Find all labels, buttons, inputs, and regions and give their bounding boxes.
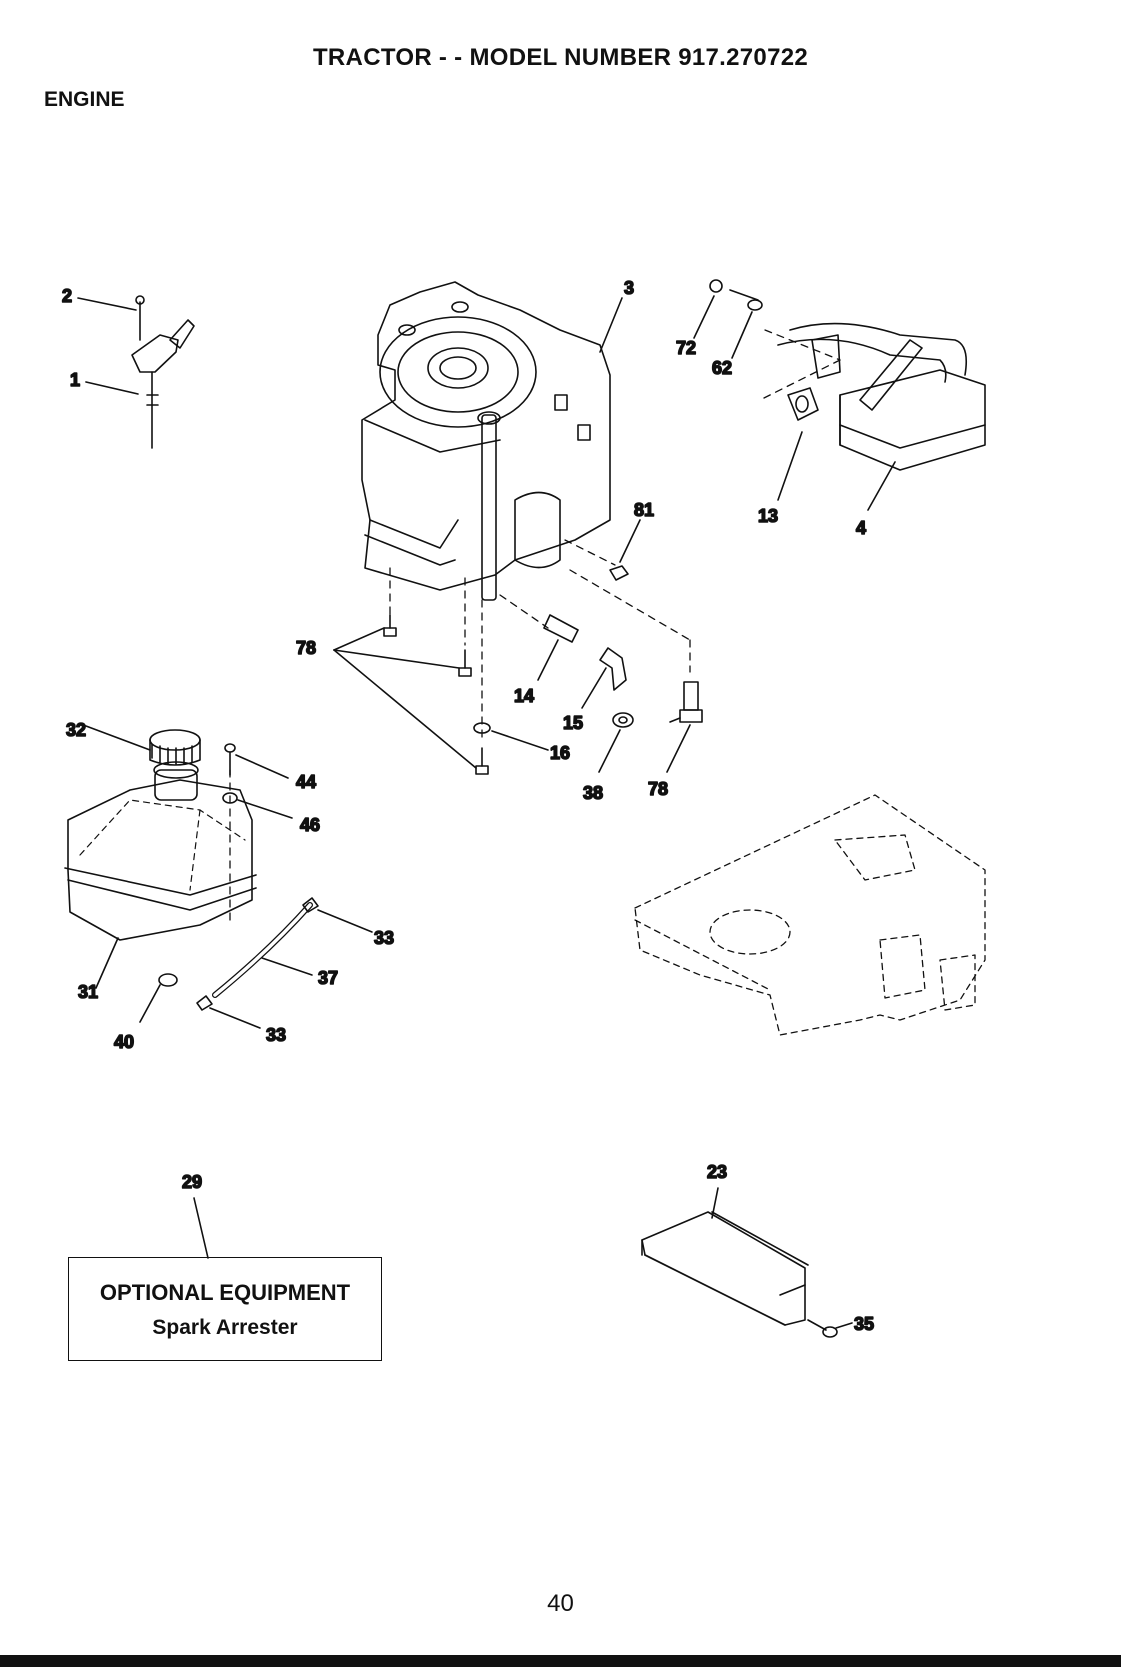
callout-35: 35 — [854, 1314, 874, 1334]
page-number: 40 — [0, 1590, 1121, 1618]
callout-78-left: 78 — [296, 638, 316, 658]
throttle-control-part — [132, 296, 194, 448]
footer-rule — [0, 1655, 1121, 1667]
callout-16: 16 — [550, 743, 570, 763]
callout-23: 23 — [707, 1162, 727, 1182]
callout-1: 1 — [70, 370, 80, 390]
fitting-part — [544, 615, 633, 727]
callout-14: 14 — [514, 686, 534, 706]
callout-72: 72 — [676, 338, 696, 358]
callout-46: 46 — [300, 815, 320, 835]
callout-37: 37 — [318, 968, 338, 988]
callout-40: 40 — [114, 1032, 134, 1052]
callout-33-lower: 33 — [266, 1025, 286, 1045]
tractor-frame — [635, 795, 985, 1035]
fuel-tank-part — [65, 730, 256, 986]
optional-equipment-item: Spark Arrester — [69, 1316, 381, 1340]
callout-2: 2 — [62, 286, 72, 306]
callout-29: 29 — [182, 1172, 202, 1192]
callout-62: 62 — [712, 358, 732, 378]
callout-81: 81 — [634, 500, 654, 520]
callout-31: 31 — [78, 982, 98, 1002]
callout-38: 38 — [583, 783, 603, 803]
heat-shield-part — [642, 1212, 837, 1337]
callout-78-right: 78 — [648, 779, 668, 799]
callout-15: 15 — [563, 713, 583, 733]
callout-4: 4 — [856, 518, 866, 538]
muffler-part — [710, 280, 985, 470]
bolt-part — [384, 615, 702, 774]
callout-44: 44 — [296, 772, 316, 792]
callout-33-upper: 33 — [374, 928, 394, 948]
callout-32: 32 — [66, 720, 86, 740]
callout-3: 3 — [624, 278, 634, 298]
engine-assembly — [362, 282, 610, 600]
callout-13: 13 — [758, 506, 778, 526]
optional-equipment-heading: OPTIONAL EQUIPMENT — [69, 1280, 381, 1306]
optional-equipment-box: OPTIONAL EQUIPMENT Spark Arrester — [68, 1257, 382, 1361]
